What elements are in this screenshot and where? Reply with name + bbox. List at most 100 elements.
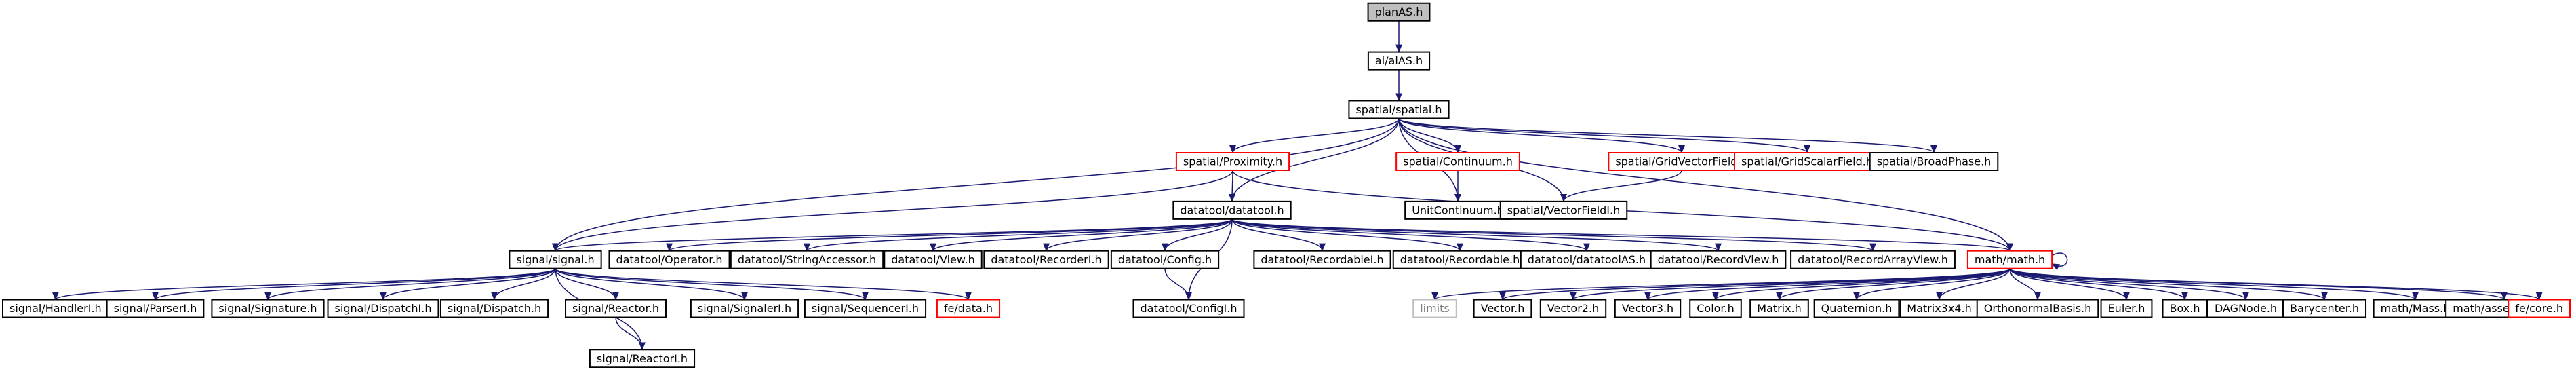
node-matrix3x4-h[interactable]: Matrix3x4.h [1899,299,1979,318]
node-label: Matrix.h [1757,302,1802,315]
node-quaternion-h[interactable]: Quaternion.h [1813,299,1900,318]
edge-datatool-to-math [1231,218,2013,252]
node-signal-dispatch-h[interactable]: signal/Dispatch.h [439,299,549,318]
node-box [2206,299,2285,318]
edge-math-to-dagnode [2009,267,2249,301]
node-box [211,299,325,318]
node-datatool-stringaccessor-h[interactable]: datatool/StringAccessor.h [730,250,884,269]
node-datatool-recordarrayview-h[interactable]: datatool/RecordArrayView.h [1790,250,1956,269]
node-spatial-broadphase-h[interactable]: spatial/BroadPhase.h [1869,152,1999,171]
node-box [1253,250,1391,269]
node-barycenter-h[interactable]: Barycenter.h [2282,299,2367,318]
node-signal-dispatchi-h[interactable]: signal/DispatchI.h [327,299,439,318]
edge-math-to-assertmath [2009,267,2508,301]
node-orthonormalbasis-h[interactable]: OrthonormalBasis.h [1976,299,2099,318]
node-label: math/math.h [1975,253,2045,266]
edge-math-to-vector2 [1570,267,2010,301]
node-signal-handleri-h[interactable]: signal/HandlerI.h [2,299,109,318]
node-box [1499,200,1628,220]
node-datatool-operator-h[interactable]: datatool/Operator.h [608,250,730,269]
node-label: Vector2.h [1547,302,1599,315]
node-label: datatool/View.h [891,253,974,266]
node-signal-reactor-h[interactable]: signal/Reactor.h [565,299,667,318]
node-label: DAGNode.h [2215,302,2277,315]
edge-math-to-quaternion [1853,268,2010,301]
node-spatial-proximity-h[interactable]: spatial/Proximity.h [1175,152,1290,171]
node-datatool-recordablei-h[interactable]: datatool/RecordableI.h [1253,250,1391,269]
edge-math-to-barycenter [2009,267,2328,301]
node-label: Box.h [2170,302,2200,315]
node-box [1348,100,1450,119]
node-datatool-view-h[interactable]: datatool/View.h [884,250,983,269]
edge-math-to-box [2009,268,2188,301]
node-box [1172,200,1292,220]
edge-spatial-to-signal [552,118,1400,252]
node-box [884,250,983,269]
node-datatool-config-h[interactable]: datatool/Config.h [1110,250,1220,269]
node-box [608,250,730,269]
node-spatial-continuum-h[interactable]: spatial/Continuum.h [1395,152,1520,171]
node-datatool-configi-h[interactable]: datatool/ConfigI.h [1132,299,1245,318]
edges-layer [52,20,2543,351]
node-label: signal/Dispatch.h [448,302,541,315]
node-label: signal/ParserI.h [114,302,197,315]
node-signal-signaleri-h[interactable]: signal/SignalerI.h [690,299,799,318]
node-box-h[interactable]: Box.h [2162,299,2208,318]
node-spatial-spatial-h[interactable]: spatial/spatial.h [1348,100,1450,119]
node-dagnode-h[interactable]: DAGNode.h [2206,299,2285,318]
node-box [439,299,549,318]
edge-math-to-math [2051,252,2068,271]
node-matrix-h[interactable]: Matrix.h [1749,299,1809,318]
edge-math-to-vector3 [1644,267,2010,301]
node-unitcontinuum-h[interactable]: UnitContinuum.h [1404,200,1511,220]
node-spatial-gridvectorfield-h[interactable]: spatial/GridVectorField.h [1608,152,1756,171]
node-box [2162,299,2208,318]
node-box [1734,152,1880,171]
node-box [1614,299,1682,318]
node-label: signal/DispatchI.h [335,302,432,315]
node-signal-sequenceri-h[interactable]: signal/SequencerI.h [804,299,927,318]
edge-signal-to-dispatch [491,268,556,301]
node-signal-signature-h[interactable]: signal/Signature.h [211,299,325,318]
node-signal-parseri-h[interactable]: signal/ParserI.h [106,299,205,318]
node-fe-data-h[interactable]: fe/data.h [936,299,1001,318]
edge-proximity-to-datatool [1229,170,1236,202]
node-label: datatool/ConfigI.h [1140,302,1237,315]
node-signal-reactori-h[interactable]: signal/ReactorI.h [589,349,696,368]
node-label: signal/ReactorI.h [597,352,688,365]
edge-datatool-to-operator [666,218,1233,252]
node-box [1539,299,1607,318]
node-fe-core-h[interactable]: fe/core.h [2508,299,2571,318]
edge-spatial-to-continuum [1398,118,1461,153]
node-math-mass-h[interactable]: math/Mass.h [2373,299,2458,318]
node-limits: limits [1412,299,1457,318]
node-label: Vector.h [1481,302,1525,315]
node-planas-h[interactable]: planAS.h [1367,2,1431,22]
node-box [1869,152,1999,171]
node-datatool-recorderi-h[interactable]: datatool/RecorderI.h [983,250,1109,269]
node-datatool-recordview-h[interactable]: datatool/RecordView.h [1650,250,1787,269]
node-label: OrthonormalBasis.h [1984,302,2092,315]
node-signal-signal-h[interactable]: signal/signal.h [509,250,602,269]
edge-signal-to-sequenceri [555,267,869,301]
node-ai-aias-h[interactable]: ai/aiAS.h [1367,51,1431,71]
edge-signal-to-signature [264,267,556,301]
node-datatool-datatool-h[interactable]: datatool/datatool.h [1172,200,1292,220]
edge-spatial-to-gridvector [1398,117,1685,153]
node-math-math-h[interactable]: math/math.h [1966,250,2053,269]
edge-math-to-matrix [1776,268,2010,301]
node-datatool-datatoolas-h[interactable]: datatool/datatoolAS.h [1520,250,1654,269]
node-vector3-h[interactable]: Vector3.h [1614,299,1682,318]
node-color-h[interactable]: Color.h [1689,299,1742,318]
node-vector2-h[interactable]: Vector2.h [1539,299,1607,318]
node-spatial-gridscalarfield-h[interactable]: spatial/GridScalarField.h [1734,152,1880,171]
edge-datatool-to-recorderi [1043,218,1233,252]
node-vector-h[interactable]: Vector.h [1473,299,1532,318]
node-box [2282,299,2367,318]
node-box [1899,299,1979,318]
node-datatool-recordable-h[interactable]: datatool/Recordable.h [1392,250,1528,269]
node-spatial-vectorfieldi-h[interactable]: spatial/VectorFieldI.h [1499,200,1628,220]
node-box [1520,250,1654,269]
node-euler-h[interactable]: Euler.h [2100,299,2153,318]
node-box [1132,299,1245,318]
